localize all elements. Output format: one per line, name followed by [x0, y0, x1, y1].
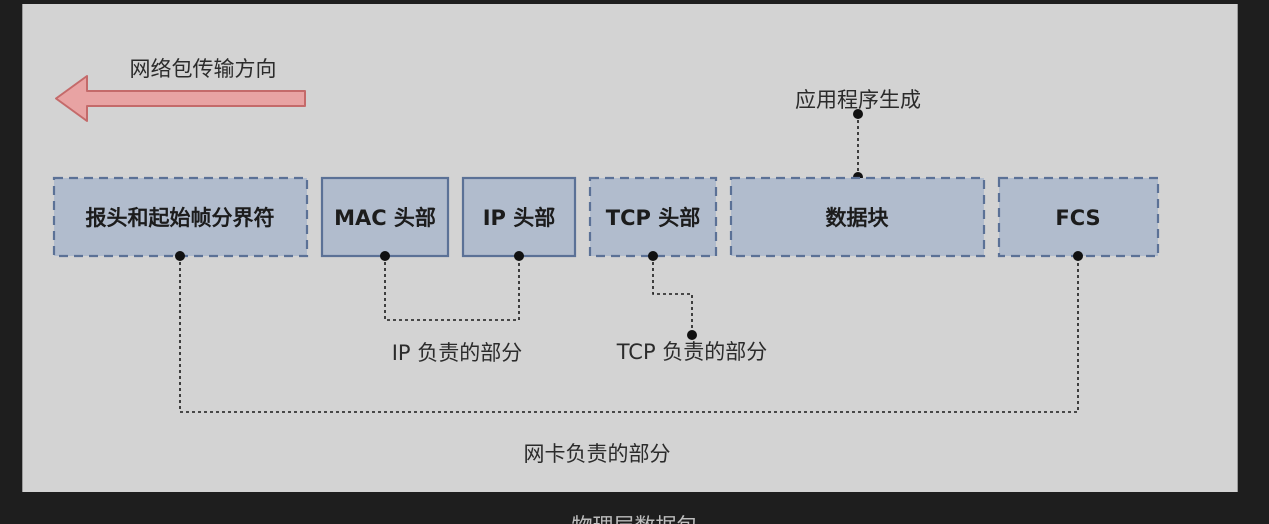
- nic-responsibility-label: 网卡负责的部分: [524, 442, 671, 466]
- direction-label: 网络包传输方向: [130, 57, 277, 81]
- diagram-panel: 网络包传输方向 应用程序生成 报头和起始帧分界符 MAC 头部 IP 头部 TC: [22, 4, 1238, 492]
- segment-ip-label: IP 头部: [483, 206, 556, 230]
- segment-ip-header: IP 头部: [461, 176, 577, 258]
- segment-data-block: 数据块: [729, 176, 986, 258]
- nic-bracket-dot-fcs: [1073, 251, 1083, 261]
- tcp-connector-dot-bottom: [687, 330, 697, 340]
- segment-mac-header: MAC 头部: [320, 176, 450, 258]
- nic-bracket-dot-preamble: [175, 251, 185, 261]
- app-generated-label: 应用程序生成: [795, 88, 921, 112]
- segment-mac-label: MAC 头部: [334, 206, 436, 230]
- ip-bracket-dot-ip: [514, 251, 524, 261]
- ip-responsibility-label: IP 负责的部分: [392, 341, 523, 365]
- tcp-connector: [652, 256, 693, 335]
- direction-arrow-icon: [55, 75, 306, 122]
- segment-tcp-label: TCP 头部: [606, 206, 700, 230]
- segment-preamble: 报头和起始帧分界符: [52, 176, 309, 258]
- tcp-connector-dot-top: [648, 251, 658, 261]
- app-connector-dot-top: [853, 109, 863, 119]
- segment-preamble-label: 报头和起始帧分界符: [86, 206, 275, 230]
- ip-bracket: [384, 256, 520, 321]
- tcp-responsibility-label: TCP 负责的部分: [616, 340, 768, 364]
- figure-caption: 物理层数据包: [0, 510, 1269, 524]
- segment-fcs-label: FCS: [1055, 206, 1100, 230]
- segment-tcp-header: TCP 头部: [588, 176, 718, 258]
- packet-diagram: 网络包传输方向 应用程序生成 报头和起始帧分界符 MAC 头部 IP 头部 TC: [52, 57, 1160, 466]
- segment-data-label: 数据块: [826, 206, 890, 230]
- ip-bracket-dot-mac: [380, 251, 390, 261]
- segment-fcs: FCS: [997, 176, 1160, 258]
- nic-bracket: [179, 256, 1079, 413]
